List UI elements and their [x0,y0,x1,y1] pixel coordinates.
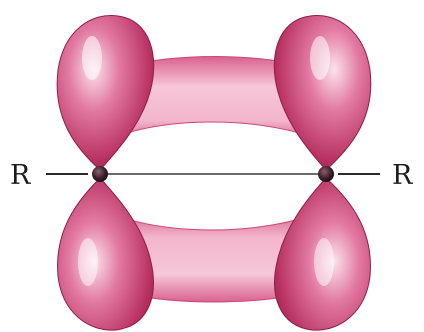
lower-right-lobe-highlight [314,238,334,286]
left-substituent-label: R [10,160,31,191]
lower-left-lobe-highlight [78,238,98,286]
upper-left-p-lobe [57,15,154,170]
upper-right-lobe-highlight [310,36,330,80]
lower-left-p-lobe [58,178,154,330]
right-substituent-label: R [392,160,413,191]
right-carbon-atom [318,166,334,182]
left-carbon-atom [92,166,108,182]
upper-left-lobe-highlight [82,36,102,80]
